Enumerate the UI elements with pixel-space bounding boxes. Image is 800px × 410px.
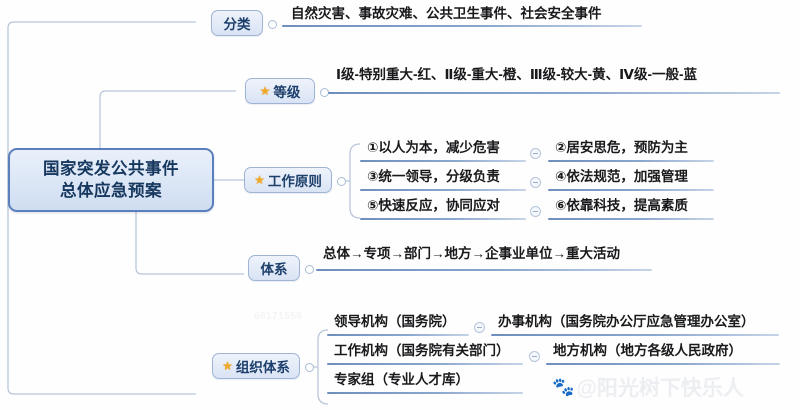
leaf-work-principles-2b[interactable]: ④依法规范，加强管理	[552, 168, 690, 186]
leaf-text: 工作机构（国务院有关部门）	[334, 343, 510, 358]
branch-node-organization[interactable]: ★ 组织体系	[212, 353, 300, 379]
branch-node-classification[interactable]: 分类	[211, 10, 263, 36]
collapse-toggle-wp-1[interactable]	[530, 148, 541, 159]
leaf-organization-1b[interactable]: 办事机构（国务院办公厅应急管理办公室）	[495, 313, 757, 331]
leaf-rule	[491, 334, 779, 336]
leaf-text: ①以人为本，减少危害	[367, 140, 500, 155]
leaf-text: ⑤快速反应，协同应对	[367, 198, 500, 213]
leaf-text: 领导机构（国务院）	[334, 314, 456, 329]
leaf-rule	[327, 334, 469, 336]
leaf-rule	[327, 363, 523, 365]
leaf-organization-2a[interactable]: 工作机构（国务院有关部门）	[331, 342, 512, 360]
leaf-classification-1[interactable]: 自然灾害、事故灾难、公共卫生事件、社会安全事件	[288, 5, 604, 23]
leaf-system-1[interactable]: 总体→专项→部门→地方→企事业单位→重大活动	[320, 245, 622, 263]
leaf-rule	[548, 218, 714, 220]
leaf-text: ⑥依靠科技，提高素质	[555, 198, 688, 213]
collapse-toggle-wp-3[interactable]	[530, 206, 541, 217]
leaf-work-principles-1b[interactable]: ②居安思危，预防为主	[552, 139, 690, 157]
leaf-rule	[328, 92, 780, 94]
branch-label-classification: 分类	[223, 17, 251, 32]
leaf-organization-3a[interactable]: 专家组（专业人才库）	[331, 371, 471, 389]
leaf-rule	[316, 269, 652, 271]
collapse-toggle-org-2[interactable]	[529, 351, 540, 362]
leaf-rule	[360, 218, 526, 220]
leaf-text: Ⅰ级-特别重大-红、Ⅱ级-重大-橙、Ⅲ级-较大-黄、Ⅳ级-一般-蓝	[336, 67, 697, 82]
leaf-rule	[327, 392, 523, 394]
leaf-text: 总体→专项→部门→地方→企事业单位→重大活动	[323, 246, 620, 261]
branch-label-grade: 等级	[273, 85, 301, 100]
leaf-text: ④依法规范，加强管理	[555, 169, 688, 184]
watermark-brand-text: @阳光树下快乐人	[576, 377, 744, 400]
leaf-text: 地方机构（地方各级人民政府）	[553, 343, 742, 358]
leaf-work-principles-1a[interactable]: ①以人为本，减少危害	[364, 139, 502, 157]
baidu-paw-icon: 🐾	[552, 376, 575, 397]
leaf-text: ③统一领导，分级负责	[367, 169, 500, 184]
collapse-toggle-org-1[interactable]	[474, 322, 485, 333]
bracket-work-principles	[346, 143, 361, 219]
leaf-rule	[548, 160, 714, 162]
leaf-grade-1[interactable]: Ⅰ级-特别重大-红、Ⅱ级-重大-橙、Ⅲ级-较大-黄、Ⅳ级-一般-蓝	[333, 66, 699, 84]
leaf-work-principles-3a[interactable]: ⑤快速反应，协同应对	[364, 197, 502, 215]
leaf-rule	[548, 189, 714, 191]
root-node[interactable]: 国家突发公共事件 总体应急预案	[8, 148, 214, 212]
leaf-rule	[282, 25, 642, 27]
branch-label-system: 体系	[260, 262, 288, 277]
branch-node-work-principles[interactable]: ★ 工作原则	[244, 167, 332, 193]
root-title-line1: 国家突发公共事件	[43, 160, 179, 178]
leaf-text: 办事机构（国务院办公厅应急管理办公室）	[498, 314, 755, 329]
watermark-id: 68171556	[254, 311, 303, 322]
leaf-rule	[360, 160, 526, 162]
collapse-toggle-wp-2[interactable]	[530, 177, 541, 188]
leaf-organization-1a[interactable]: 领导机构（国务院）	[331, 313, 458, 331]
leaf-rule	[360, 189, 526, 191]
root-title-line2: 总体应急预案	[60, 182, 162, 200]
bracket-organization	[314, 329, 329, 405]
leaf-text: 专家组（专业人才库）	[334, 372, 469, 387]
leaf-text: 自然灾害、事故灾难、公共卫生事件、社会安全事件	[291, 6, 602, 21]
star-icon: ★	[222, 359, 233, 373]
expand-knob-system[interactable]	[305, 265, 314, 274]
leaf-work-principles-3b[interactable]: ⑥依靠科技，提高素质	[552, 197, 690, 215]
branch-node-grade[interactable]: ★ 等级	[245, 78, 315, 104]
leaf-work-principles-2a[interactable]: ③统一领导，分级负责	[364, 168, 502, 186]
branch-node-system[interactable]: 体系	[248, 255, 300, 281]
star-icon: ★	[254, 173, 265, 187]
leaf-rule	[546, 363, 780, 365]
expand-knob-organization[interactable]	[305, 363, 314, 372]
watermark-brand: 🐾 @阳光树下快乐人	[552, 372, 744, 402]
leaf-text: ②居安思危，预防为主	[555, 140, 688, 155]
branch-label-work-principles: 工作原则	[267, 174, 322, 189]
branch-label-organization: 组织体系	[235, 360, 290, 375]
star-icon: ★	[259, 84, 271, 98]
expand-knob-classification[interactable]	[268, 20, 277, 29]
expand-knob-work-principles[interactable]	[337, 177, 346, 186]
leaf-organization-2b[interactable]: 地方机构（地方各级人民政府）	[550, 342, 744, 360]
